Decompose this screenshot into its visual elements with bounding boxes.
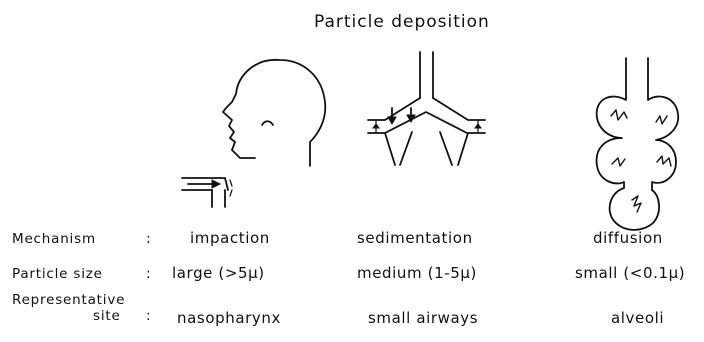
- particle-size-medium: medium (1-5μ): [357, 264, 477, 282]
- airway-bifurcation-illustration: [368, 52, 485, 165]
- mechanism-impaction: impaction: [190, 229, 270, 247]
- site-alveoli: alveoli: [611, 309, 664, 327]
- mechanism-sedimentation: sedimentation: [357, 229, 473, 247]
- mechanism-diffusion: diffusion: [593, 229, 663, 247]
- head-profile-illustration: [182, 60, 325, 207]
- alveoli-illustration: [597, 58, 679, 230]
- particle-size-label: Particle size: [12, 266, 103, 282]
- mechanism-label: Mechanism: [12, 231, 96, 247]
- site-small-airways: small airways: [368, 309, 478, 327]
- particle-size-large: large (>5μ): [172, 264, 265, 282]
- particle-size-small: small (<0.1μ): [575, 264, 685, 282]
- site-nasopharynx: nasopharynx: [177, 309, 281, 327]
- site-label-line1: Representative: [12, 292, 125, 308]
- mechanism-colon: :: [146, 231, 151, 247]
- site-label-line2: site: [93, 308, 121, 324]
- particle-size-colon: :: [146, 266, 151, 282]
- site-colon: :: [146, 308, 151, 324]
